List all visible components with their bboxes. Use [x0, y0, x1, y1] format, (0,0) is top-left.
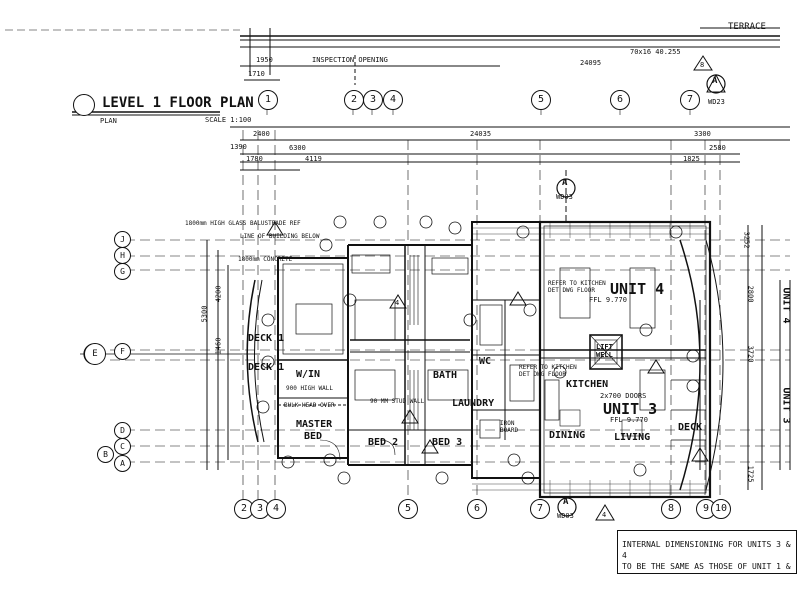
grid-bottom-8: 8	[661, 499, 681, 519]
note-bulk-head: BULK HEAD OVER	[284, 402, 335, 409]
left-dim-1460: 1460	[214, 337, 223, 355]
grid-top-7: 7	[680, 90, 700, 110]
note-high-wall: 900 HIGH WALL	[286, 385, 333, 392]
top-dim-3: 24095	[580, 59, 602, 67]
grid-bottom-10: 10	[711, 499, 731, 519]
inspection-label: INSPECTION OPENING	[312, 56, 388, 64]
room-bed3: BED 3	[432, 437, 463, 448]
room-wc: WC	[479, 356, 492, 367]
top-dim-2: 1710	[248, 70, 265, 78]
top-dim-1: 1950	[256, 56, 273, 64]
left-dim-5300: 5300	[200, 305, 209, 323]
note-stud-wall: 90 MM STUD WALL	[370, 398, 425, 405]
left-dim-4200: 4200	[214, 285, 223, 303]
dim-6300: 6300	[289, 144, 306, 152]
grid-top-3: 3	[363, 90, 383, 110]
grid-top-4: 4	[383, 90, 403, 110]
marker-4-bottom: 4	[602, 511, 607, 519]
ffl-unit3: FFL 9.770	[610, 416, 648, 424]
ffl-unit4: FFL 9.770	[589, 296, 627, 304]
dim-1390: 1390	[230, 143, 247, 151]
note-iron-board: IRON BOARD	[500, 420, 519, 434]
right-dim-3720: 3720	[746, 345, 755, 363]
room-master-bed: BED	[304, 431, 323, 442]
right-dim-3252: 3252	[742, 231, 751, 249]
note-line-1: INTERNAL DIMENSIONING FOR UNITS 3 & 4	[622, 540, 791, 560]
grid-left-G: G	[114, 263, 131, 280]
section-ref-top: WD23	[708, 98, 725, 106]
note-line-2: TO BE THE SAME AS THOSE OF UNIT 1 &	[622, 562, 791, 571]
grid-left-C: C	[114, 438, 131, 455]
grid-left-B: B	[97, 446, 114, 463]
room-deck: DECK	[678, 422, 703, 433]
overall-dim-left: 2400	[253, 130, 270, 138]
marker-8: 8	[700, 61, 705, 69]
grid-left-H: H	[114, 247, 131, 264]
right-side-unit4: UNIT 4	[780, 287, 792, 324]
room-deck1-upper: DECK 1	[248, 333, 285, 344]
section-marker-north: A	[562, 178, 568, 188]
section-ref-south: WD03	[557, 512, 574, 520]
room-master: MASTER	[296, 419, 333, 430]
grid-left-F: F	[114, 343, 131, 360]
dim-2580: 2580	[709, 144, 726, 152]
section-marker-top: A	[712, 76, 718, 86]
grid-top-5: 5	[531, 90, 551, 110]
grid-left-E: E	[84, 343, 106, 365]
grid-left-J: J	[114, 231, 131, 248]
grid-left-A: A	[114, 455, 131, 472]
terrace-label: TERRACE	[728, 22, 766, 32]
room-laundry: LAUNDRY	[452, 398, 495, 409]
grid-top-1: 1	[258, 90, 278, 110]
section-marker-south: A	[563, 497, 569, 507]
room-unit3: UNIT 3	[603, 400, 658, 418]
plan-title-marker	[73, 94, 95, 116]
room-win: W/IN	[296, 369, 321, 380]
right-side-unit3: UNIT 3	[780, 387, 792, 424]
internal-dimensioning-note: INTERNAL DIMENSIONING FOR UNITS 3 & 4 TO…	[617, 530, 797, 574]
grid-bottom-6: 6	[467, 499, 487, 519]
room-lift-well: LIFT WELL	[596, 343, 613, 359]
room-dining: DINING	[549, 430, 586, 441]
room-kitchen: KITCHEN	[566, 379, 609, 390]
overall-dim-main: 24035	[470, 130, 492, 138]
section-ref-north: WD03	[556, 193, 573, 201]
room-bath: BATH	[433, 370, 458, 381]
note-refer-kitchen-2: REFER TO KITCHEN DET DWG FLOOR	[519, 364, 577, 378]
grid-bottom-5: 5	[398, 499, 418, 519]
left-note-balustrade: 1800mm HIGH GLASS BALUSTRADE REF	[185, 220, 301, 227]
grid-bottom-4: 4	[266, 499, 286, 519]
note-refer-kitchen-1: REFER TO KITCHEN DET DWG FLOOR	[548, 280, 606, 294]
overall-dim-right: 3300	[694, 130, 711, 138]
right-dim-2800: 2800	[746, 285, 755, 303]
dim-4119: 4119	[305, 155, 322, 163]
scale-label: SCALE 1:100	[205, 116, 252, 124]
dim-1825: 1825	[683, 155, 700, 163]
note-doors: 2x700 DOORS	[600, 392, 647, 400]
left-note-building: LINE OF BUILDING BELOW	[240, 233, 320, 240]
grid-top-6: 6	[610, 90, 630, 110]
dim-1780: 1780	[246, 155, 263, 163]
plan-label: PLAN	[100, 117, 117, 125]
grid-left-D: D	[114, 422, 131, 439]
top-dim-4: 70x16 40.255	[630, 48, 681, 56]
marker-4-plan: 4	[395, 299, 400, 307]
left-note-concrete: 1800mm CONCRETE	[238, 256, 293, 263]
right-dim-1725: 1725	[746, 465, 755, 483]
room-living: LIVING	[614, 432, 651, 443]
grid-bottom-7: 7	[530, 499, 550, 519]
room-unit4: UNIT 4	[610, 280, 665, 298]
room-bed2: BED 2	[368, 437, 399, 448]
drawing-title: LEVEL 1 FLOOR PLAN	[102, 95, 254, 111]
grid-top-2: 2	[344, 90, 364, 110]
room-deck1-lower: DECK 1	[248, 362, 285, 373]
